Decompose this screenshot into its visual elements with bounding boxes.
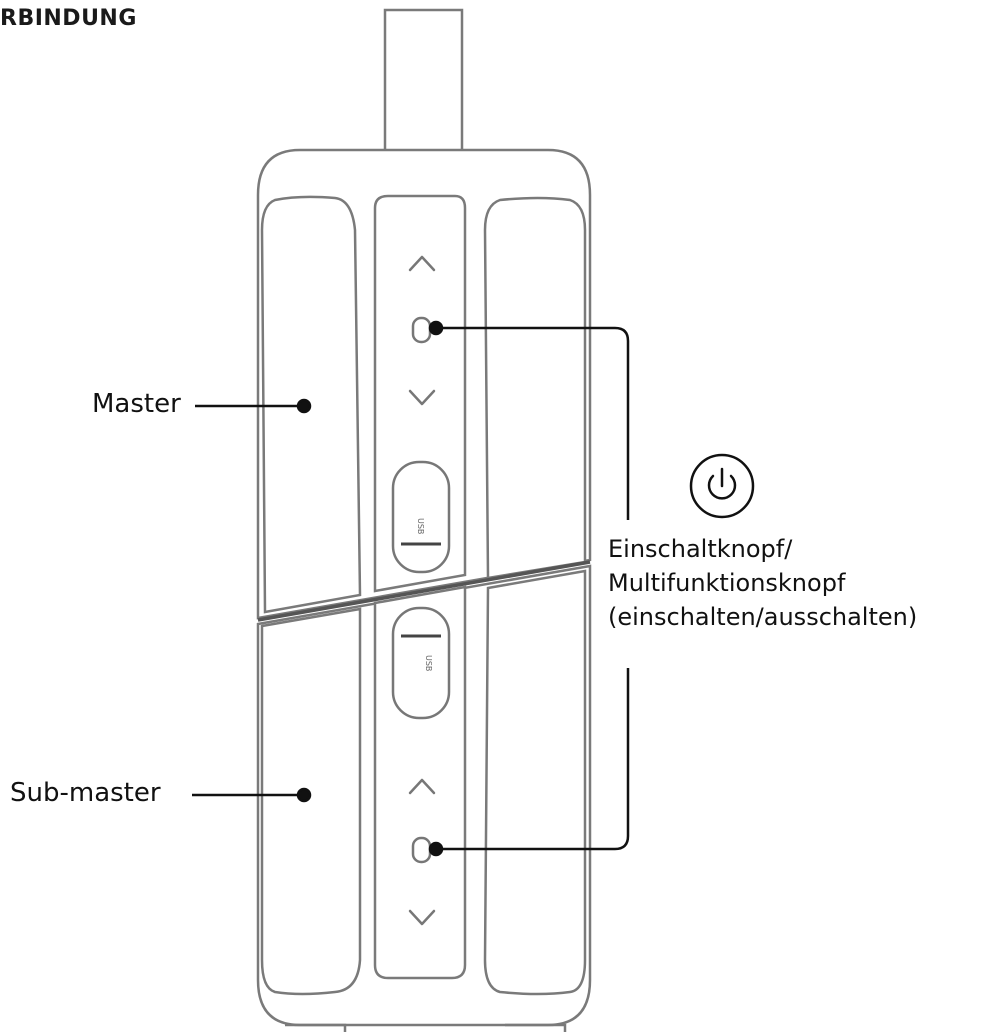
section-heading: RBINDUNG <box>0 6 137 31</box>
button-callout-lower <box>436 668 630 851</box>
power-icon <box>689 453 755 519</box>
caption-line-2: Multifunktionsknopf <box>608 569 846 597</box>
callouts <box>192 320 630 857</box>
chevron-down-icon[interactable] <box>408 909 436 926</box>
caption-line-3: (einschalten/ausschalten) <box>608 603 918 631</box>
master-usb-port[interactable]: USB <box>391 460 451 574</box>
chevron-down-icon[interactable] <box>408 389 436 406</box>
chevron-up-icon[interactable] <box>408 778 436 795</box>
master-label: Master <box>92 389 181 419</box>
power-button-caption: Einschaltknopf/ Multifunktionsknopf (ein… <box>608 532 988 634</box>
sub-master-label: Sub-master <box>10 778 161 808</box>
button-callout-upper <box>436 326 630 520</box>
speaker-seam <box>257 560 591 622</box>
chevron-up-icon[interactable] <box>408 255 436 272</box>
caption-line-1: Einschaltknopf/ <box>608 535 793 563</box>
sub-master-callout-dot <box>296 787 312 803</box>
sub-master-usb-port[interactable]: USB <box>391 606 451 720</box>
usb-label: USB <box>416 518 425 534</box>
usb-label: USB <box>424 655 433 671</box>
master-callout-dot <box>296 398 312 414</box>
